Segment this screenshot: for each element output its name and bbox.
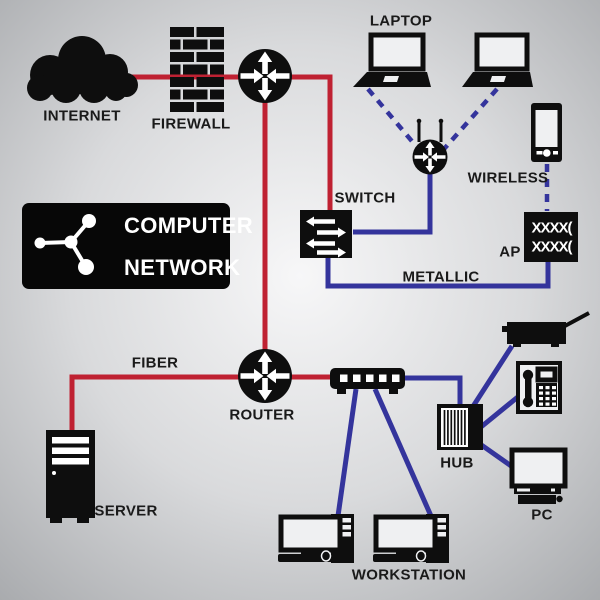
ap-label: AP [499, 243, 521, 261]
fiber-label: FIBER [131, 354, 179, 372]
printer-icon [502, 311, 590, 347]
hub-label: HUB [440, 454, 474, 472]
switch-panel-icon [330, 368, 405, 394]
ap-pattern-row1: XXXX( [531, 219, 572, 237]
wireless-router-icon [412, 118, 448, 175]
computer-network-logo: COMPUTER NETWORK [22, 203, 253, 289]
metallic-label: METALLIC [402, 268, 480, 286]
link-router-server-fiber [69, 374, 240, 433]
link-laptop2-wirelessrouter [442, 87, 499, 151]
pc-icon [509, 447, 568, 504]
workstation-label: WORKSTATION [351, 566, 467, 584]
link-switchpanel-hub [404, 375, 463, 406]
router-label: ROUTER [229, 406, 295, 424]
internet-label: INTERNET [43, 107, 121, 125]
link-hub-phone [479, 394, 521, 429]
link-laptop1-wirelessrouter [366, 87, 418, 148]
workstation1-icon [278, 514, 354, 563]
link-wirelessrouter-switch [353, 172, 433, 235]
link-switchpanel-workstation1 [335, 388, 359, 517]
link-routertop-switch [290, 74, 333, 214]
hub-icon [437, 404, 483, 450]
pc-label: PC [531, 506, 553, 524]
ap-pattern-row2: XXXX( [531, 238, 572, 256]
switch-icon [300, 210, 352, 258]
workstation2-icon [373, 514, 449, 563]
router-icon [238, 349, 292, 403]
link-switch-ap-metallic [325, 257, 551, 289]
laptop-label: LAPTOP [369, 12, 433, 30]
firewall-label: FIREWALL [151, 115, 231, 133]
network-nodes-icon [34, 214, 96, 275]
wireless-label: WIRELESS [467, 169, 549, 187]
internet-cloud-icon [27, 36, 138, 103]
router-top-icon [238, 49, 292, 103]
smartphone-icon [531, 103, 562, 162]
server-icon [46, 430, 95, 523]
access-point-icon [524, 212, 578, 262]
laptop1-icon [353, 32, 431, 87]
telephone-icon [516, 361, 562, 414]
logo-line1: COMPUTER [124, 213, 254, 238]
link-hub-printer [469, 344, 515, 410]
logo-line2: NETWORK [124, 255, 241, 280]
link-hub-pc [478, 441, 516, 471]
firewall-icon [170, 27, 224, 112]
link-switchpanel-workstation2 [372, 387, 434, 518]
laptop2-icon [462, 32, 533, 87]
blue-dashed-wireless-links [366, 87, 550, 211]
blue-metallic-links [325, 172, 551, 518]
switch-label: SWITCH [334, 189, 396, 207]
server-label: SERVER [94, 502, 158, 520]
